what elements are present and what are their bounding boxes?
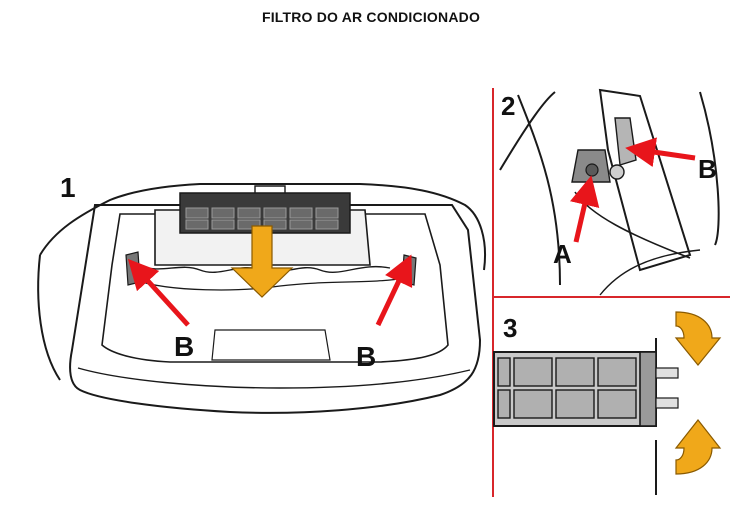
panel-2-lower — [599, 249, 701, 296]
panel-2-number: 2 — [501, 91, 515, 121]
lower-panel — [211, 329, 331, 361]
panel-2-right-curve — [699, 91, 720, 246]
clip-left — [125, 251, 141, 286]
glovebox-inner — [101, 213, 449, 363]
red-arrow-b-panel2 — [625, 137, 696, 168]
filter-cartridge-1 — [179, 192, 351, 234]
panel-1-number: 1 — [60, 172, 76, 203]
red-arrow-left — [127, 258, 190, 327]
panel-2-edge-left — [517, 94, 561, 286]
red-arrow-a — [570, 175, 600, 243]
panel-2 — [499, 88, 720, 296]
panel-2-label-b: B — [698, 154, 717, 184]
glovebox-lip — [77, 367, 471, 389]
yellow-arrow-down — [674, 311, 722, 366]
red-arrow-right — [375, 254, 413, 327]
glovebox-opening — [69, 204, 482, 414]
panel-1-label-b-right: B — [356, 341, 376, 372]
panel-2-body — [598, 88, 692, 272]
yellow-arrow-up — [674, 419, 722, 475]
diagram-title: FILTRO DO AR CONDICIONADO — [261, 9, 481, 25]
panel-2-label-a: A — [553, 239, 572, 269]
panel-2-edge-curve — [499, 91, 556, 171]
panel-2-bracket — [571, 117, 637, 183]
yellow-down-arrow — [230, 225, 294, 298]
dashboard-outline — [39, 183, 486, 271]
panel-3-number: 3 — [503, 313, 517, 343]
panel-3 — [493, 311, 722, 495]
dashboard-left-side — [37, 254, 61, 381]
panel-1-label-b-left: B — [174, 331, 194, 362]
housing-wave-2 — [134, 277, 406, 291]
